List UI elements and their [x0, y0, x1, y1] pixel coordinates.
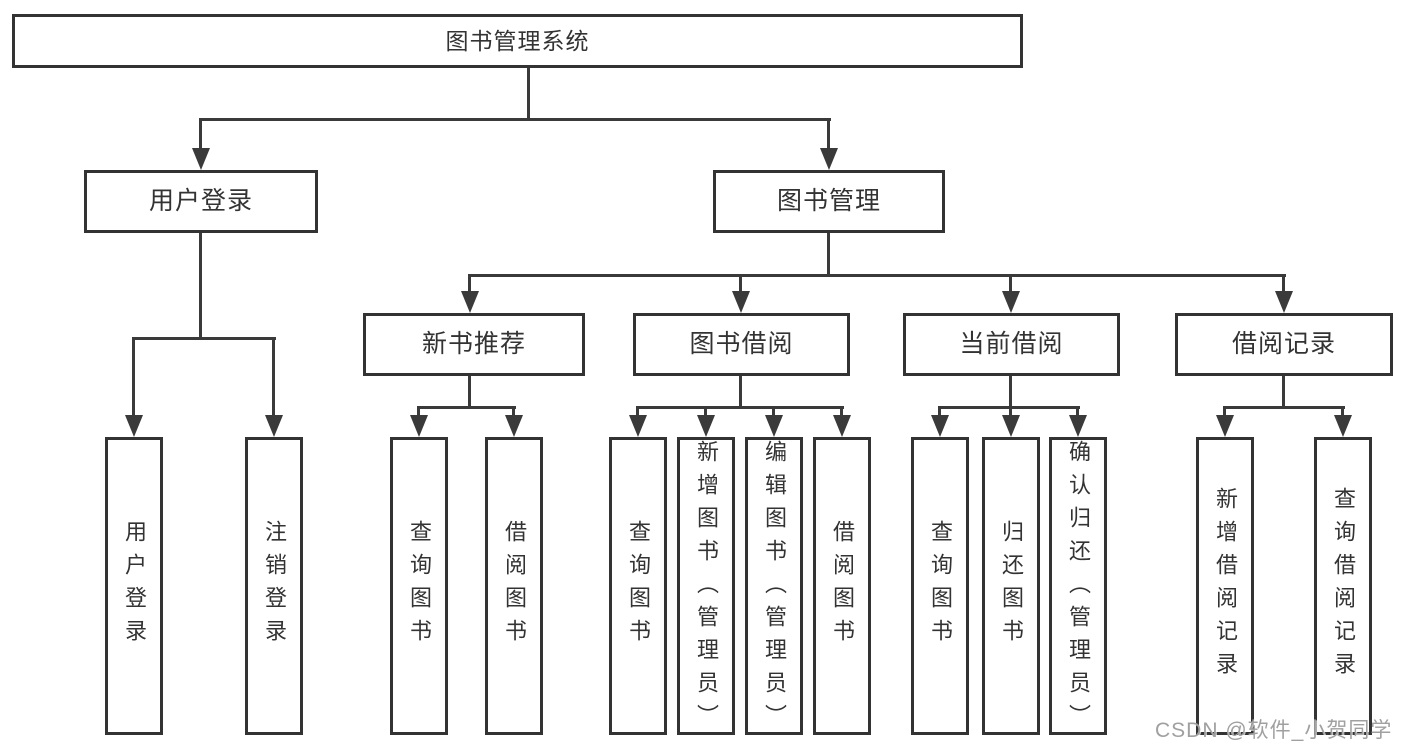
connector-line	[827, 233, 830, 277]
connector-line	[199, 118, 831, 121]
leaf-logout: 注销登录	[245, 437, 303, 735]
connector-line	[132, 337, 276, 340]
arrow-down-icon	[192, 148, 210, 170]
connector-line	[468, 274, 1286, 277]
node-book-management: 图书管理	[713, 170, 945, 233]
leaf-edit-books-admin: 编辑图书（管理员）	[745, 437, 803, 737]
leaf-query-books-current: 查询图书	[911, 437, 969, 735]
node-book-borrowing: 图书借阅	[633, 313, 850, 376]
arrow-down-icon	[125, 415, 143, 437]
arrow-down-icon	[833, 415, 851, 437]
connector-line	[1009, 406, 1012, 418]
connector-line	[468, 274, 471, 294]
connector-line	[272, 337, 275, 418]
arrow-down-icon	[931, 415, 949, 437]
connector-line	[772, 406, 775, 418]
arrow-down-icon	[1069, 415, 1087, 437]
connector-line	[827, 118, 830, 150]
connector-line	[417, 406, 420, 418]
arrow-down-icon	[265, 415, 283, 437]
connector-line	[636, 406, 844, 409]
connector-line	[938, 406, 941, 418]
leaf-confirm-return-admin: 确认归还（管理员）	[1049, 437, 1107, 737]
node-current-borrowing: 当前借阅	[903, 313, 1120, 376]
arrow-down-icon	[1275, 291, 1293, 313]
csdn-watermark: CSDN @软件_小贺同学	[1155, 719, 1393, 742]
connector-line	[739, 274, 742, 294]
arrow-down-icon	[410, 415, 428, 437]
node-new-book-recommend: 新书推荐	[363, 313, 585, 376]
connector-line	[1009, 274, 1012, 294]
node-library-system: 图书管理系统	[12, 14, 1023, 68]
leaf-borrow-books: 借阅图书	[813, 437, 871, 735]
connector-line	[1282, 376, 1285, 408]
leaf-query-books-recommend: 查询图书	[390, 437, 448, 735]
arrow-down-icon	[697, 415, 715, 437]
node-user-login: 用户登录	[84, 170, 318, 233]
connector-line	[468, 376, 471, 408]
connector-line	[1076, 406, 1079, 418]
arrow-down-icon	[1216, 415, 1234, 437]
connector-line	[199, 233, 202, 340]
leaf-query-borrow-record: 查询借阅记录	[1314, 437, 1372, 735]
leaf-add-books-admin: 新增图书（管理员）	[677, 437, 735, 737]
connector-line	[417, 406, 516, 409]
connector-line	[739, 376, 742, 408]
connector-line	[1009, 376, 1012, 408]
arrow-down-icon	[1002, 415, 1020, 437]
node-borrow-records: 借阅记录	[1175, 313, 1393, 376]
arrow-down-icon	[1002, 291, 1020, 313]
leaf-return-books: 归还图书	[982, 437, 1040, 735]
leaf-query-books-borrow: 查询图书	[609, 437, 667, 735]
connector-line	[840, 406, 843, 418]
leaf-user-login: 用户登录	[105, 437, 163, 735]
leaf-add-borrow-record: 新增借阅记录	[1196, 437, 1254, 735]
connector-line	[132, 337, 135, 418]
connector-line	[1223, 406, 1226, 418]
leaf-borrow-books-recommend: 借阅图书	[485, 437, 543, 735]
arrow-down-icon	[461, 291, 479, 313]
arrow-down-icon	[765, 415, 783, 437]
arrow-down-icon	[820, 148, 838, 170]
arrow-down-icon	[1334, 415, 1352, 437]
connector-line	[527, 68, 530, 121]
connector-line	[1223, 406, 1345, 409]
connector-line	[704, 406, 707, 418]
connector-line	[1341, 406, 1344, 418]
arrow-down-icon	[505, 415, 523, 437]
connector-line	[512, 406, 515, 418]
connector-line	[1282, 274, 1285, 294]
arrow-down-icon	[629, 415, 647, 437]
connector-line	[636, 406, 639, 418]
connector-line	[199, 118, 202, 150]
arrow-down-icon	[732, 291, 750, 313]
